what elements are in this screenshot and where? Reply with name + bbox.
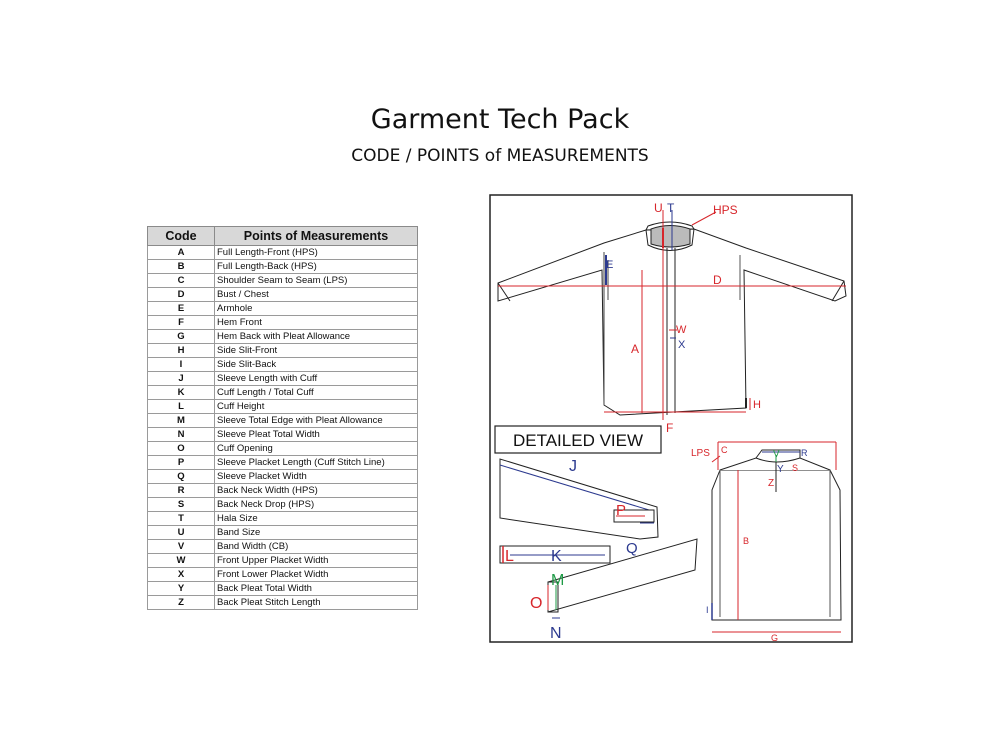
label-u: U [654,201,663,215]
label-y: Y [777,464,784,475]
label-g: G [771,633,778,643]
front-view-shirt [497,221,847,416]
label-b: B [743,536,749,546]
measurement-labels: U T HPS E D W X A H F J P Q L K M O N LP… [505,201,808,643]
page-title: Garment Tech Pack [370,104,630,135]
label-k: K [551,548,562,565]
label-d: D [713,273,722,287]
sleeve-detail-lower [547,538,698,619]
label-w: W [676,324,687,336]
label-x: X [678,339,686,351]
cuff-detail [499,545,611,564]
page-subtitle: CODE / POINTS of MEASUREMENTS [351,146,649,166]
label-h: H [753,399,761,411]
label-m: M [551,572,564,589]
column-header-code: Code [147,226,215,246]
label-s: S [792,463,798,473]
detailed-view-label: DETAILED VIEW [513,431,643,450]
drawing-frame [489,194,853,643]
label-c: C [721,445,728,455]
back-measure-lines [711,441,841,633]
point-cell: Back Pleat Stitch Length [214,595,418,610]
label-p: P [616,502,626,519]
label-o: O [530,595,542,612]
label-l: L [505,548,514,565]
label-q: Q [626,540,638,557]
label-lps: LPS [691,448,710,459]
front-measure-lines [498,210,846,420]
label-t: T [667,201,675,215]
detailed-view-box [494,425,662,454]
label-f: F [666,421,673,435]
label-e: E [606,259,613,271]
back-view-shirt [711,449,842,621]
label-j: J [569,458,577,475]
label-v: V [773,449,780,460]
label-n: N [550,625,562,642]
label-i: I [706,605,709,615]
sleeve-detail-upper [499,458,659,540]
label-r: R [801,448,808,458]
label-hps: HPS [713,203,738,217]
label-z: Z [768,478,774,489]
label-a: A [631,342,639,356]
